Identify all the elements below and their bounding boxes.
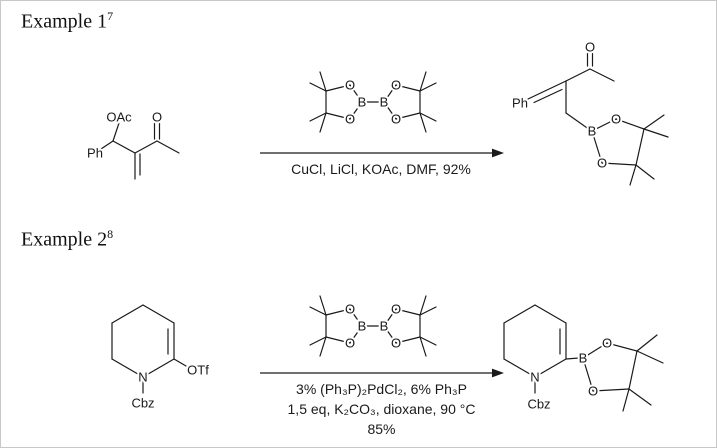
example1-diboron-reagent-structure: B B O O O O (309, 71, 437, 133)
example2-diboron-bonds (309, 295, 437, 357)
example1-arrowhead (492, 148, 504, 158)
example2-diboron-reagent-structure: B B O O O O (309, 295, 437, 357)
example1-product-structure: Ph O B O O (510, 38, 669, 186)
oxygen-label: O (602, 336, 612, 351)
boron-label: B (380, 319, 389, 334)
example1-reference: 7 (107, 9, 114, 23)
oxygen-label: O (391, 302, 401, 317)
oxygen-label: O (345, 302, 355, 317)
example2-reactant-structure: N Cbz OTf (111, 304, 211, 413)
example1-reaction-arrow (260, 148, 504, 158)
example2-reaction-arrow (260, 368, 504, 378)
boron-label: B (588, 124, 597, 139)
carbonyl-oxygen-label: O (152, 110, 162, 125)
boron-label: B (358, 319, 367, 334)
nitrogen-label: N (530, 370, 539, 385)
nitrogen-label: N (138, 370, 147, 385)
example1-reactant-bonds (94, 122, 180, 180)
example2-conditions: 3% (Ph₃P)₂PdCl₂, 6% Ph₃P 1,5 eq, K₂CO₃, … (244, 379, 519, 439)
triflate-label: OTf (187, 363, 209, 378)
example2-conditions-line3: 85% (367, 421, 396, 437)
example2-product-bonds (503, 304, 664, 412)
oxygen-label: O (391, 78, 401, 93)
oxygen-label: O (391, 336, 401, 351)
example1-diboron-bonds (309, 71, 437, 133)
example2-conditions-line1: 3% (Ph₃P)₂PdCl₂, 6% Ph₃P (296, 381, 467, 397)
boron-label: B (380, 95, 389, 110)
example2-reactant-bonds (111, 304, 187, 394)
example2-arrowhead (492, 368, 504, 378)
example1-heading-text: Example 1 (21, 10, 108, 33)
example2-conditions-line2: 1,5 eq, K₂CO₃, dioxane, 90 °C (287, 401, 476, 417)
oxygen-label: O (345, 336, 355, 351)
cbz-label: Cbz (131, 396, 154, 411)
example1-reactant-structure: Ph OAc O (85, 108, 180, 180)
oxygen-label: O (345, 112, 355, 127)
carbonyl-oxygen-label: O (585, 40, 595, 55)
oxygen-label: O (345, 78, 355, 93)
oxygen-label: O (611, 112, 621, 127)
example2-reference: 8 (107, 227, 114, 241)
oxygen-label: O (588, 384, 598, 399)
example1-product-bonds (527, 52, 669, 186)
example1-heading: Example 17 (21, 9, 113, 34)
phenyl-label: Ph (512, 96, 528, 111)
oxygen-label: O (391, 112, 401, 127)
boron-label: B (579, 351, 588, 366)
example2-heading: Example 28 (21, 227, 113, 252)
acetoxy-label: OAc (106, 110, 132, 125)
boron-label: B (358, 95, 367, 110)
example2-product-structure: N Cbz B O O (503, 304, 664, 414)
example1-conditions: CuCl, LiCl, KOAc, DMF, 92% (291, 161, 471, 177)
phenyl-label: Ph (87, 146, 103, 161)
example2-heading-text: Example 2 (21, 228, 108, 251)
oxygen-label: O (597, 156, 607, 171)
cbz-label: Cbz (527, 397, 550, 412)
